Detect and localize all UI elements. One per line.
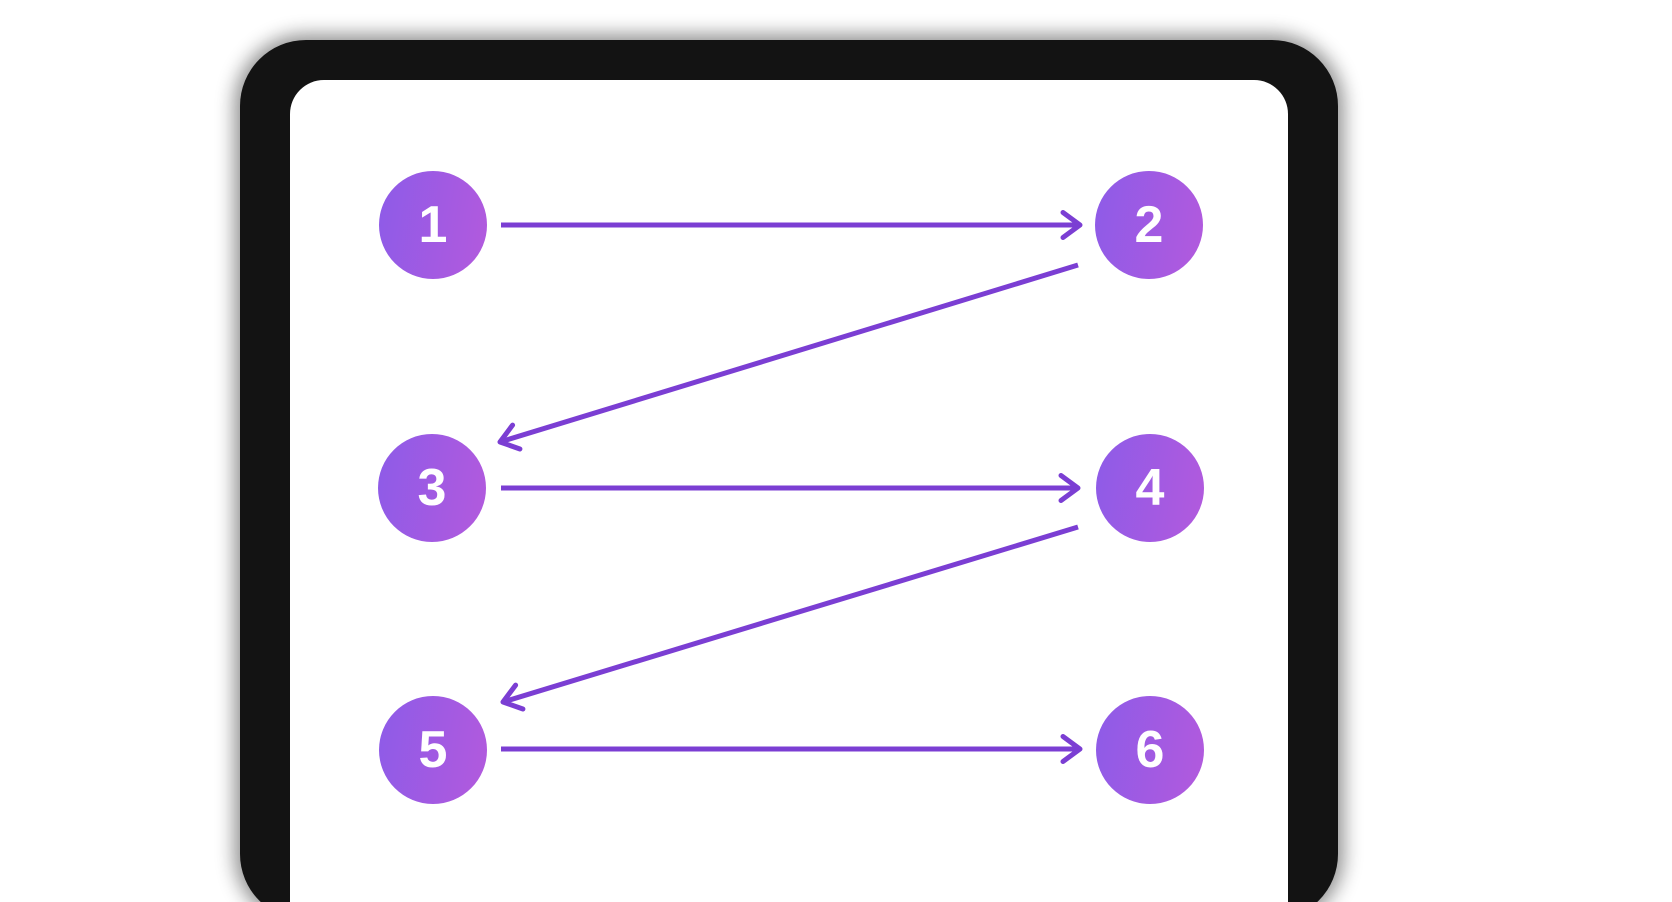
- step-node-label: 3: [417, 459, 447, 517]
- step-node-2: 2: [1095, 171, 1203, 279]
- step-node-label: 5: [418, 721, 448, 779]
- step-node-6: 6: [1096, 696, 1204, 804]
- step-node-label: 1: [418, 196, 448, 254]
- step-node-3: 3: [378, 434, 486, 542]
- step-node-label: 2: [1134, 196, 1164, 254]
- step-node-4: 4: [1096, 434, 1204, 542]
- step-node-5: 5: [379, 696, 487, 804]
- step-node-label: 6: [1135, 721, 1165, 779]
- step-node-label: 4: [1135, 459, 1165, 517]
- step-node-1: 1: [379, 171, 487, 279]
